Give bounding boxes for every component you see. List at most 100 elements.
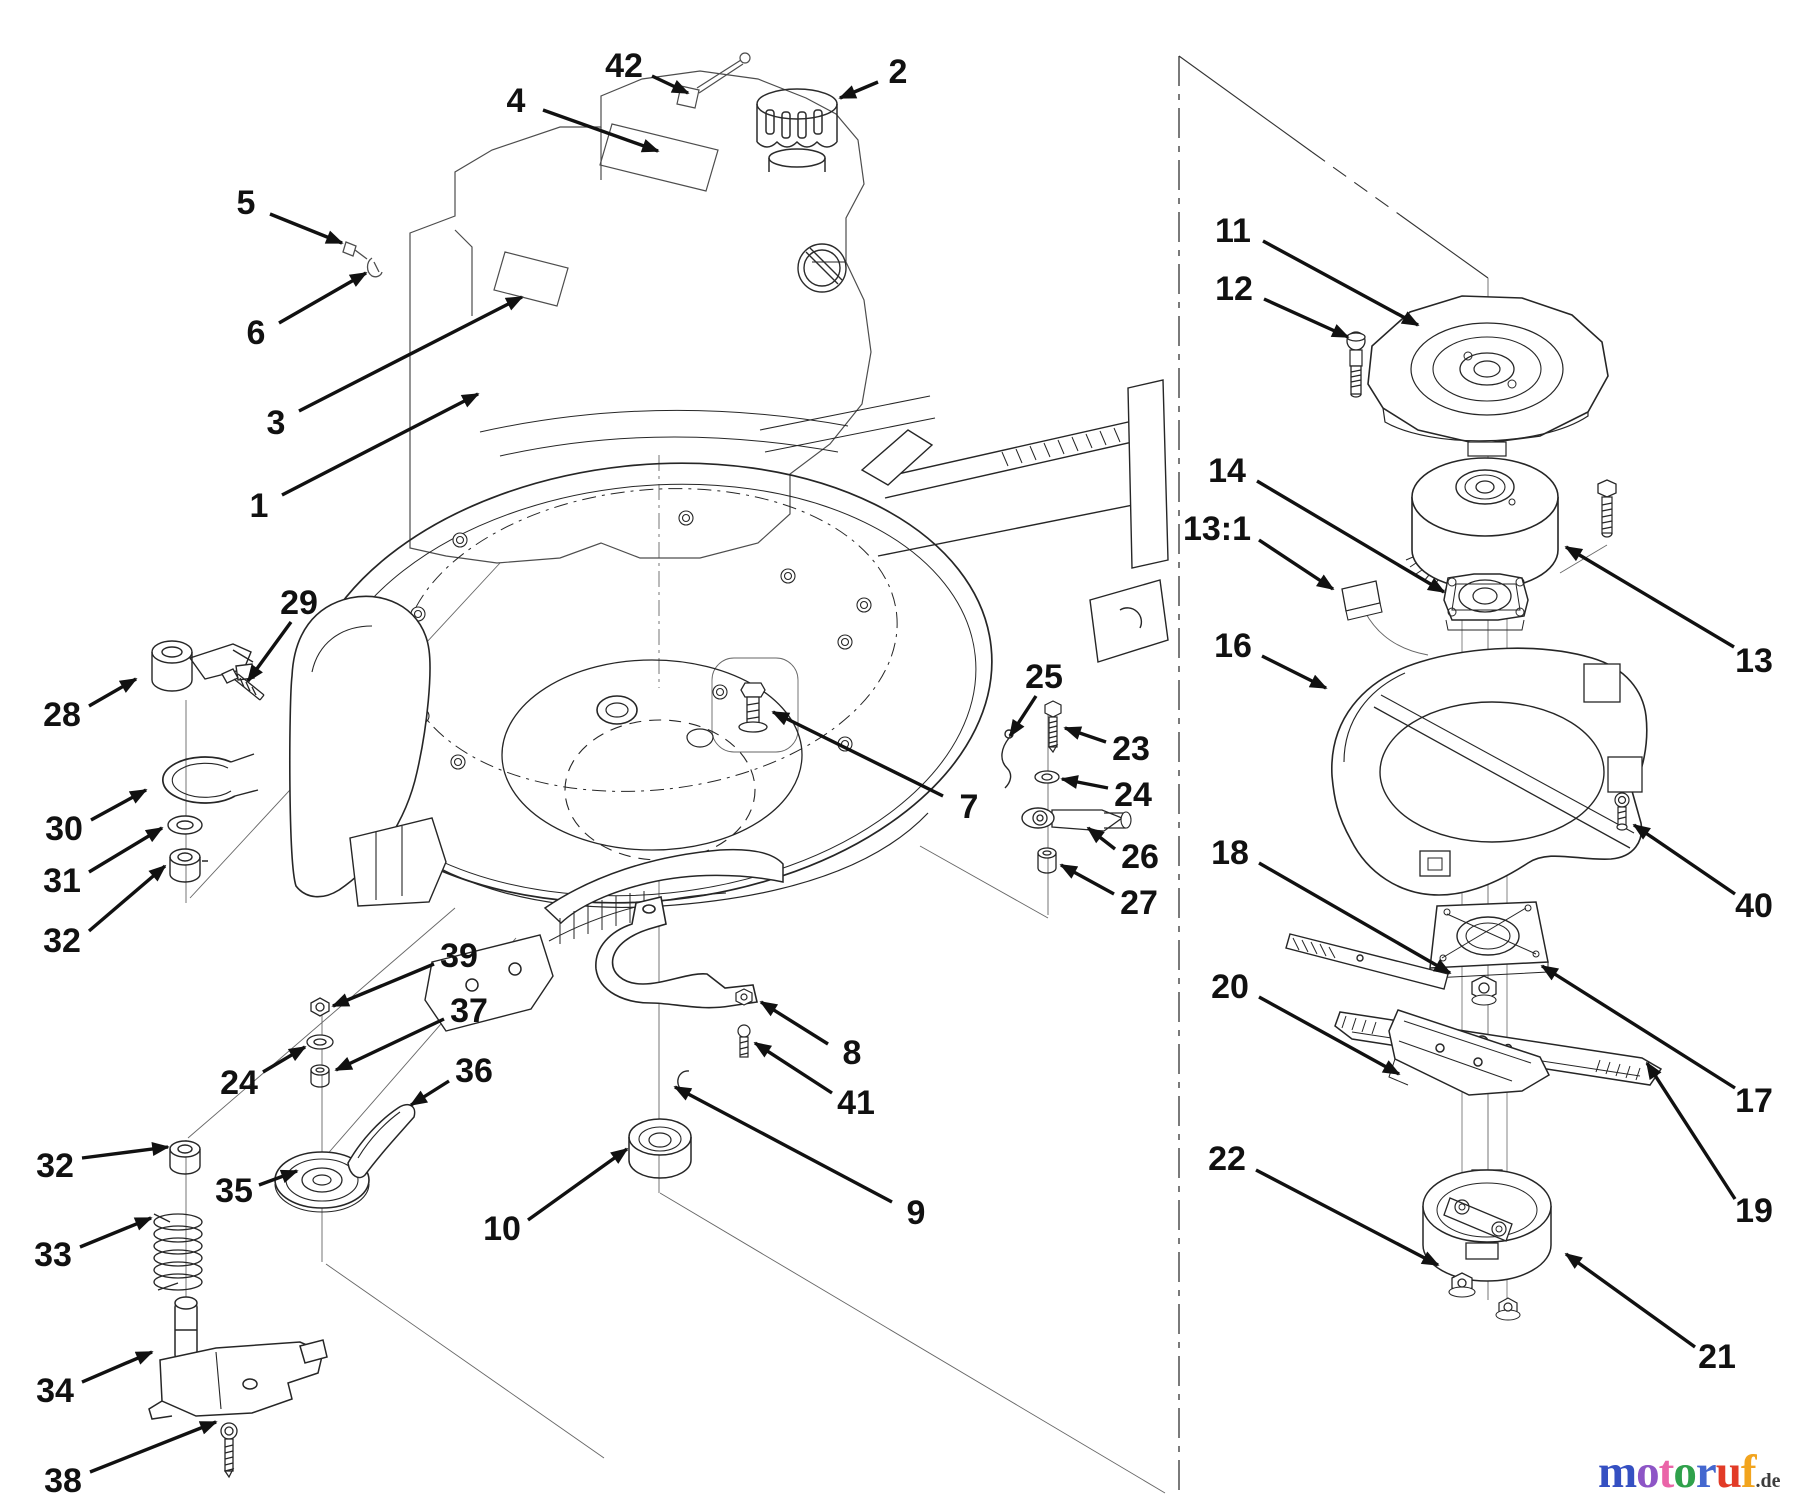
watermark-letter: u bbox=[1715, 1446, 1742, 1498]
leader-arrow-17 bbox=[1540, 964, 1736, 1090]
watermark-letter: r bbox=[1695, 1446, 1717, 1498]
leader-arrow-5 bbox=[269, 212, 344, 245]
nut-8 bbox=[735, 988, 753, 1006]
watermark-letter: o bbox=[1636, 1446, 1659, 1498]
leader-arrow-25 bbox=[1008, 695, 1038, 738]
leader-arrow-32 bbox=[87, 864, 167, 933]
leader-arrow-9 bbox=[673, 1085, 893, 1204]
washer-31 bbox=[167, 815, 203, 835]
callout-8: 8 bbox=[843, 1034, 862, 1072]
blade-drive-exploded bbox=[1285, 295, 1663, 1321]
leader-arrow-11 bbox=[1262, 239, 1420, 327]
spring-33 bbox=[153, 1213, 203, 1291]
callout-5: 5 bbox=[237, 184, 256, 222]
leader-arrow-14 bbox=[1256, 479, 1446, 594]
callout-14: 14 bbox=[1208, 452, 1246, 490]
front-support-bracket bbox=[595, 896, 758, 1009]
callout-30: 30 bbox=[45, 810, 83, 848]
callout-19: 19 bbox=[1735, 1192, 1773, 1230]
callout-21: 21 bbox=[1698, 1338, 1736, 1376]
leader-arrow-21 bbox=[1564, 1252, 1696, 1349]
cable-bracket-group bbox=[1001, 700, 1132, 874]
deck-housing bbox=[289, 379, 1169, 1179]
key-13-1 bbox=[1341, 580, 1383, 621]
flange-nut-22 bbox=[1448, 1272, 1476, 1298]
idler-pulley-35 bbox=[274, 1151, 370, 1213]
leader-arrow-26 bbox=[1086, 826, 1117, 851]
leader-arrow-32 bbox=[81, 1142, 170, 1160]
bolt-23 bbox=[1044, 700, 1062, 754]
leader-arrow-20 bbox=[1258, 995, 1401, 1076]
dipstick-42 bbox=[676, 52, 751, 109]
leader-arrow-35 bbox=[258, 1169, 299, 1187]
brake-bracket-34 bbox=[148, 1296, 328, 1420]
blower-housing-16 bbox=[1331, 647, 1648, 896]
callout-24: 24 bbox=[220, 1064, 258, 1102]
callout-40: 40 bbox=[1735, 887, 1773, 925]
leader-arrow-39 bbox=[331, 962, 435, 1008]
leader-arrow-10 bbox=[527, 1147, 629, 1222]
bearing-14 bbox=[1443, 573, 1529, 631]
callout-17: 17 bbox=[1735, 1082, 1773, 1120]
lower-baffle bbox=[424, 848, 784, 1032]
watermark-letter: t bbox=[1658, 1446, 1675, 1498]
engine-silhouette bbox=[342, 52, 872, 564]
callout-27: 27 bbox=[1120, 884, 1158, 922]
watermark-letter: m bbox=[1598, 1446, 1637, 1498]
callout-6: 6 bbox=[247, 314, 266, 352]
fuel-cap bbox=[756, 88, 838, 172]
callout-26: 26 bbox=[1121, 838, 1159, 876]
drive-pulley-13 bbox=[1405, 457, 1559, 596]
bolt-40 bbox=[1614, 792, 1630, 831]
callout-3: 3 bbox=[267, 404, 286, 442]
spacer-27 bbox=[1037, 847, 1057, 874]
leader-arrow-28 bbox=[88, 677, 138, 708]
leader-arrow-12 bbox=[1263, 297, 1350, 339]
leader-arrow-22 bbox=[1255, 1168, 1440, 1267]
motoruf-watermark[interactable]: motoruf.de bbox=[1598, 1449, 1780, 1496]
deck-fasteners bbox=[410, 510, 872, 770]
callout-12: 12 bbox=[1215, 270, 1253, 308]
bushing-32 bbox=[169, 848, 208, 883]
screw-5 bbox=[342, 241, 368, 260]
grommet bbox=[686, 728, 714, 748]
watermark-letter: f bbox=[1740, 1446, 1757, 1498]
oil-cap bbox=[797, 243, 847, 293]
watermark-suffix: .de bbox=[1755, 1470, 1781, 1492]
leader-arrow-3 bbox=[298, 295, 524, 413]
leader-arrow-19 bbox=[1645, 1061, 1737, 1200]
leader-arrow-42 bbox=[651, 74, 690, 95]
screw-38 bbox=[220, 1422, 238, 1479]
callout-31: 31 bbox=[43, 862, 81, 900]
callout-23: 23 bbox=[1112, 730, 1150, 768]
leader-arrow-37 bbox=[334, 1017, 445, 1072]
leader-arrow-24 bbox=[1060, 775, 1109, 790]
leader-arrow-38 bbox=[89, 1420, 218, 1474]
label-patch-4 bbox=[599, 123, 719, 192]
front-left-baffle bbox=[289, 595, 447, 907]
leader-arrow-24 bbox=[262, 1045, 307, 1074]
bolt-12 bbox=[1346, 331, 1366, 398]
leader-arrow-7 bbox=[771, 710, 944, 798]
leader-arrow-41 bbox=[753, 1041, 833, 1095]
callout-13: 13 bbox=[1735, 642, 1773, 680]
callout-25: 25 bbox=[1025, 658, 1063, 696]
blade-adapter-nut bbox=[1471, 975, 1497, 1006]
callout-13:1: 13:1 bbox=[1183, 510, 1251, 548]
throttle-bracket-stack bbox=[151, 640, 265, 883]
callout-41: 41 bbox=[837, 1084, 875, 1122]
callout-20: 20 bbox=[1211, 968, 1249, 1006]
cover-plate-11 bbox=[1367, 295, 1609, 457]
bolt-7 bbox=[738, 682, 768, 733]
callout-32: 32 bbox=[43, 922, 81, 960]
callout-36: 36 bbox=[455, 1052, 493, 1090]
callout-32: 32 bbox=[36, 1147, 74, 1185]
callout-28: 28 bbox=[43, 696, 81, 734]
callout-10: 10 bbox=[483, 1210, 521, 1248]
leader-arrow-13:1 bbox=[1258, 538, 1335, 591]
callout-34: 34 bbox=[36, 1372, 74, 1410]
idler-arm-36 bbox=[347, 1104, 416, 1179]
leader-arrow-29 bbox=[246, 620, 293, 683]
